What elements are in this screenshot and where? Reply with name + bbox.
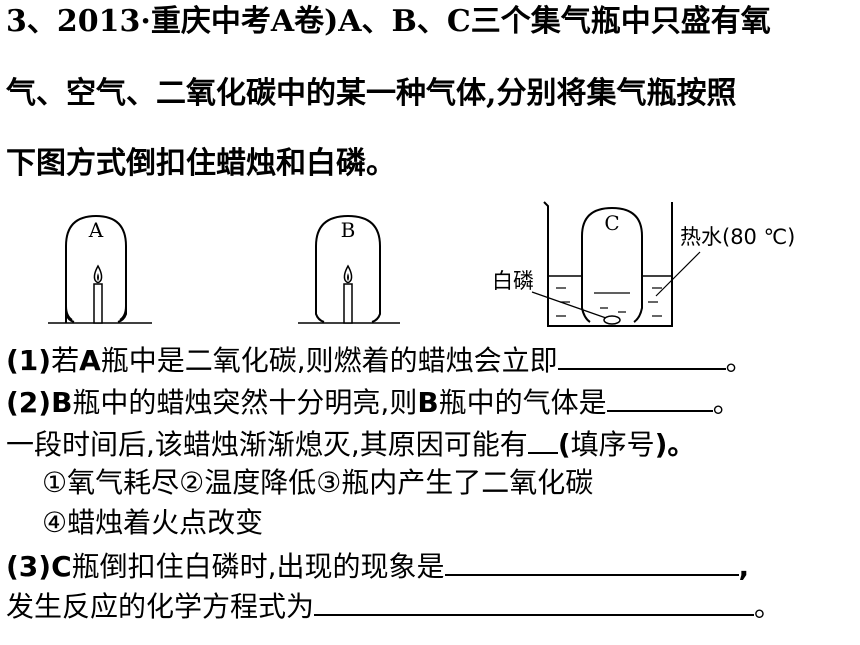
- part-2-end: 。: [712, 386, 741, 419]
- part-2-text-a: 瓶中的蜡烛突然十分明亮,则: [72, 386, 418, 419]
- options-line-1: ①氧气耗尽②温度降低③瓶内产生了二氧化碳: [42, 466, 594, 499]
- question-part-3-line-2: 发生反应的化学方程式为 。: [6, 588, 782, 624]
- question-stem-line-2: 气、空气、二氧化碳中的某一种气体,分别将集气瓶按照: [6, 76, 737, 111]
- part-2-line-2-paren: (: [557, 428, 571, 461]
- answer-blank-3[interactable]: [527, 426, 558, 454]
- question-stem-line-1: 3、2013·重庆中考A卷)A、B、C三个集气瓶中只盛有氧: [6, 4, 771, 39]
- question-part-1: (1)若A瓶中是二氧化碳,则燃着的蜡烛会立即 。: [6, 342, 754, 378]
- part-2-line-2-text-a: 一段时间后,该蜡烛渐渐熄灭,其原因可能有: [6, 428, 528, 461]
- options-line-2: ④蜡烛着火点改变: [42, 506, 264, 539]
- part-2-line-2-end: )。: [654, 428, 696, 461]
- answer-blank-1[interactable]: [557, 342, 726, 370]
- jar-a-label: A: [88, 218, 104, 242]
- question-part-2: (2)B瓶中的蜡烛突然十分明亮,则B瓶中的气体是。: [6, 384, 741, 420]
- jar-a: A: [48, 214, 152, 324]
- part-2-bold-1: B: [51, 386, 73, 419]
- beaker-with-jar-c: C 热水(80 ℃) 白磷: [492, 201, 795, 327]
- question-part-3: (3)C瓶倒扣住白磷时,出现的现象是,: [6, 548, 749, 584]
- part-2-line-2-text-c: 填序号: [570, 428, 655, 461]
- part-3-text-a: 瓶倒扣住白磷时,出现的现象是: [71, 550, 445, 583]
- part-3-bold: C: [51, 550, 72, 583]
- question-part-2-line-2: 一段时间后,该蜡烛渐渐熄灭,其原因可能有 (填序号)。: [6, 426, 695, 462]
- answer-blank-4[interactable]: [444, 548, 739, 576]
- jar-b-label: B: [341, 218, 356, 242]
- part-1-text-a: 若: [51, 344, 80, 377]
- jar-b: B: [298, 214, 400, 324]
- experiment-figure: A B: [48, 201, 795, 327]
- part-3-line-2-text: 发生反应的化学方程式为: [6, 590, 315, 623]
- part-2-text-b: 瓶中的气体是: [438, 386, 607, 419]
- answer-blank-2[interactable]: [606, 384, 713, 412]
- question-stem-line-3: 下图方式倒扣住蜡烛和白磷。: [6, 146, 396, 181]
- jar-c-label: C: [604, 211, 619, 235]
- hot-water-label: 热水(80 ℃): [680, 225, 795, 249]
- part-2-number: (2): [6, 386, 52, 419]
- part-3-number: (3): [6, 550, 52, 583]
- part-1-number: (1): [6, 344, 52, 377]
- part-3-end: 。: [754, 590, 783, 623]
- part-2-bold-2: B: [417, 386, 439, 419]
- part-1-bold: A: [79, 344, 101, 377]
- part-1-text-b: 瓶中是二氧化碳,则燃着的蜡烛会立即: [100, 344, 558, 377]
- white-phosphorus-label: 白磷: [492, 269, 534, 293]
- part-3-comma: ,: [738, 550, 750, 583]
- answer-blank-5[interactable]: [314, 588, 755, 616]
- part-1-end: 。: [725, 344, 754, 377]
